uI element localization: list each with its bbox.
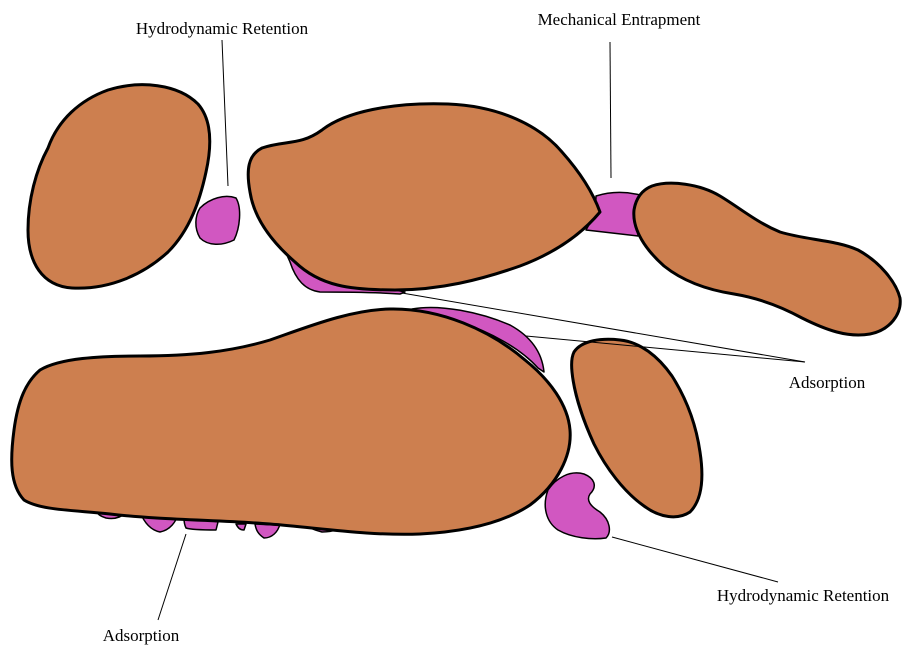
leader-hydrodynamic-top (222, 40, 228, 186)
leader-adsorption-bottom (158, 534, 186, 620)
label-adsorption-right: Adsorption (789, 373, 866, 392)
grain-top-left (28, 85, 210, 288)
leader-adsorption-lower (526, 336, 805, 362)
hydrodynamic-blob-bottom (545, 473, 609, 539)
adsorbed-bump-4 (236, 524, 246, 530)
hydrodynamic-blob-top (196, 196, 240, 244)
label-mechanical-entrapment: Mechanical Entrapment (538, 10, 701, 29)
grain-top-middle (248, 104, 600, 290)
label-hydrodynamic-retention-bottom: Hydrodynamic Retention (717, 586, 890, 605)
adsorbed-bump-5 (255, 524, 280, 538)
grain-bottom-left (12, 309, 570, 534)
label-adsorption-bottom: Adsorption (103, 626, 180, 645)
leader-mechanical (610, 42, 611, 178)
grain-top-right (634, 183, 900, 335)
label-hydrodynamic-retention-top: Hydrodynamic Retention (136, 19, 309, 38)
leader-hydrodynamic-bottom (612, 537, 778, 582)
